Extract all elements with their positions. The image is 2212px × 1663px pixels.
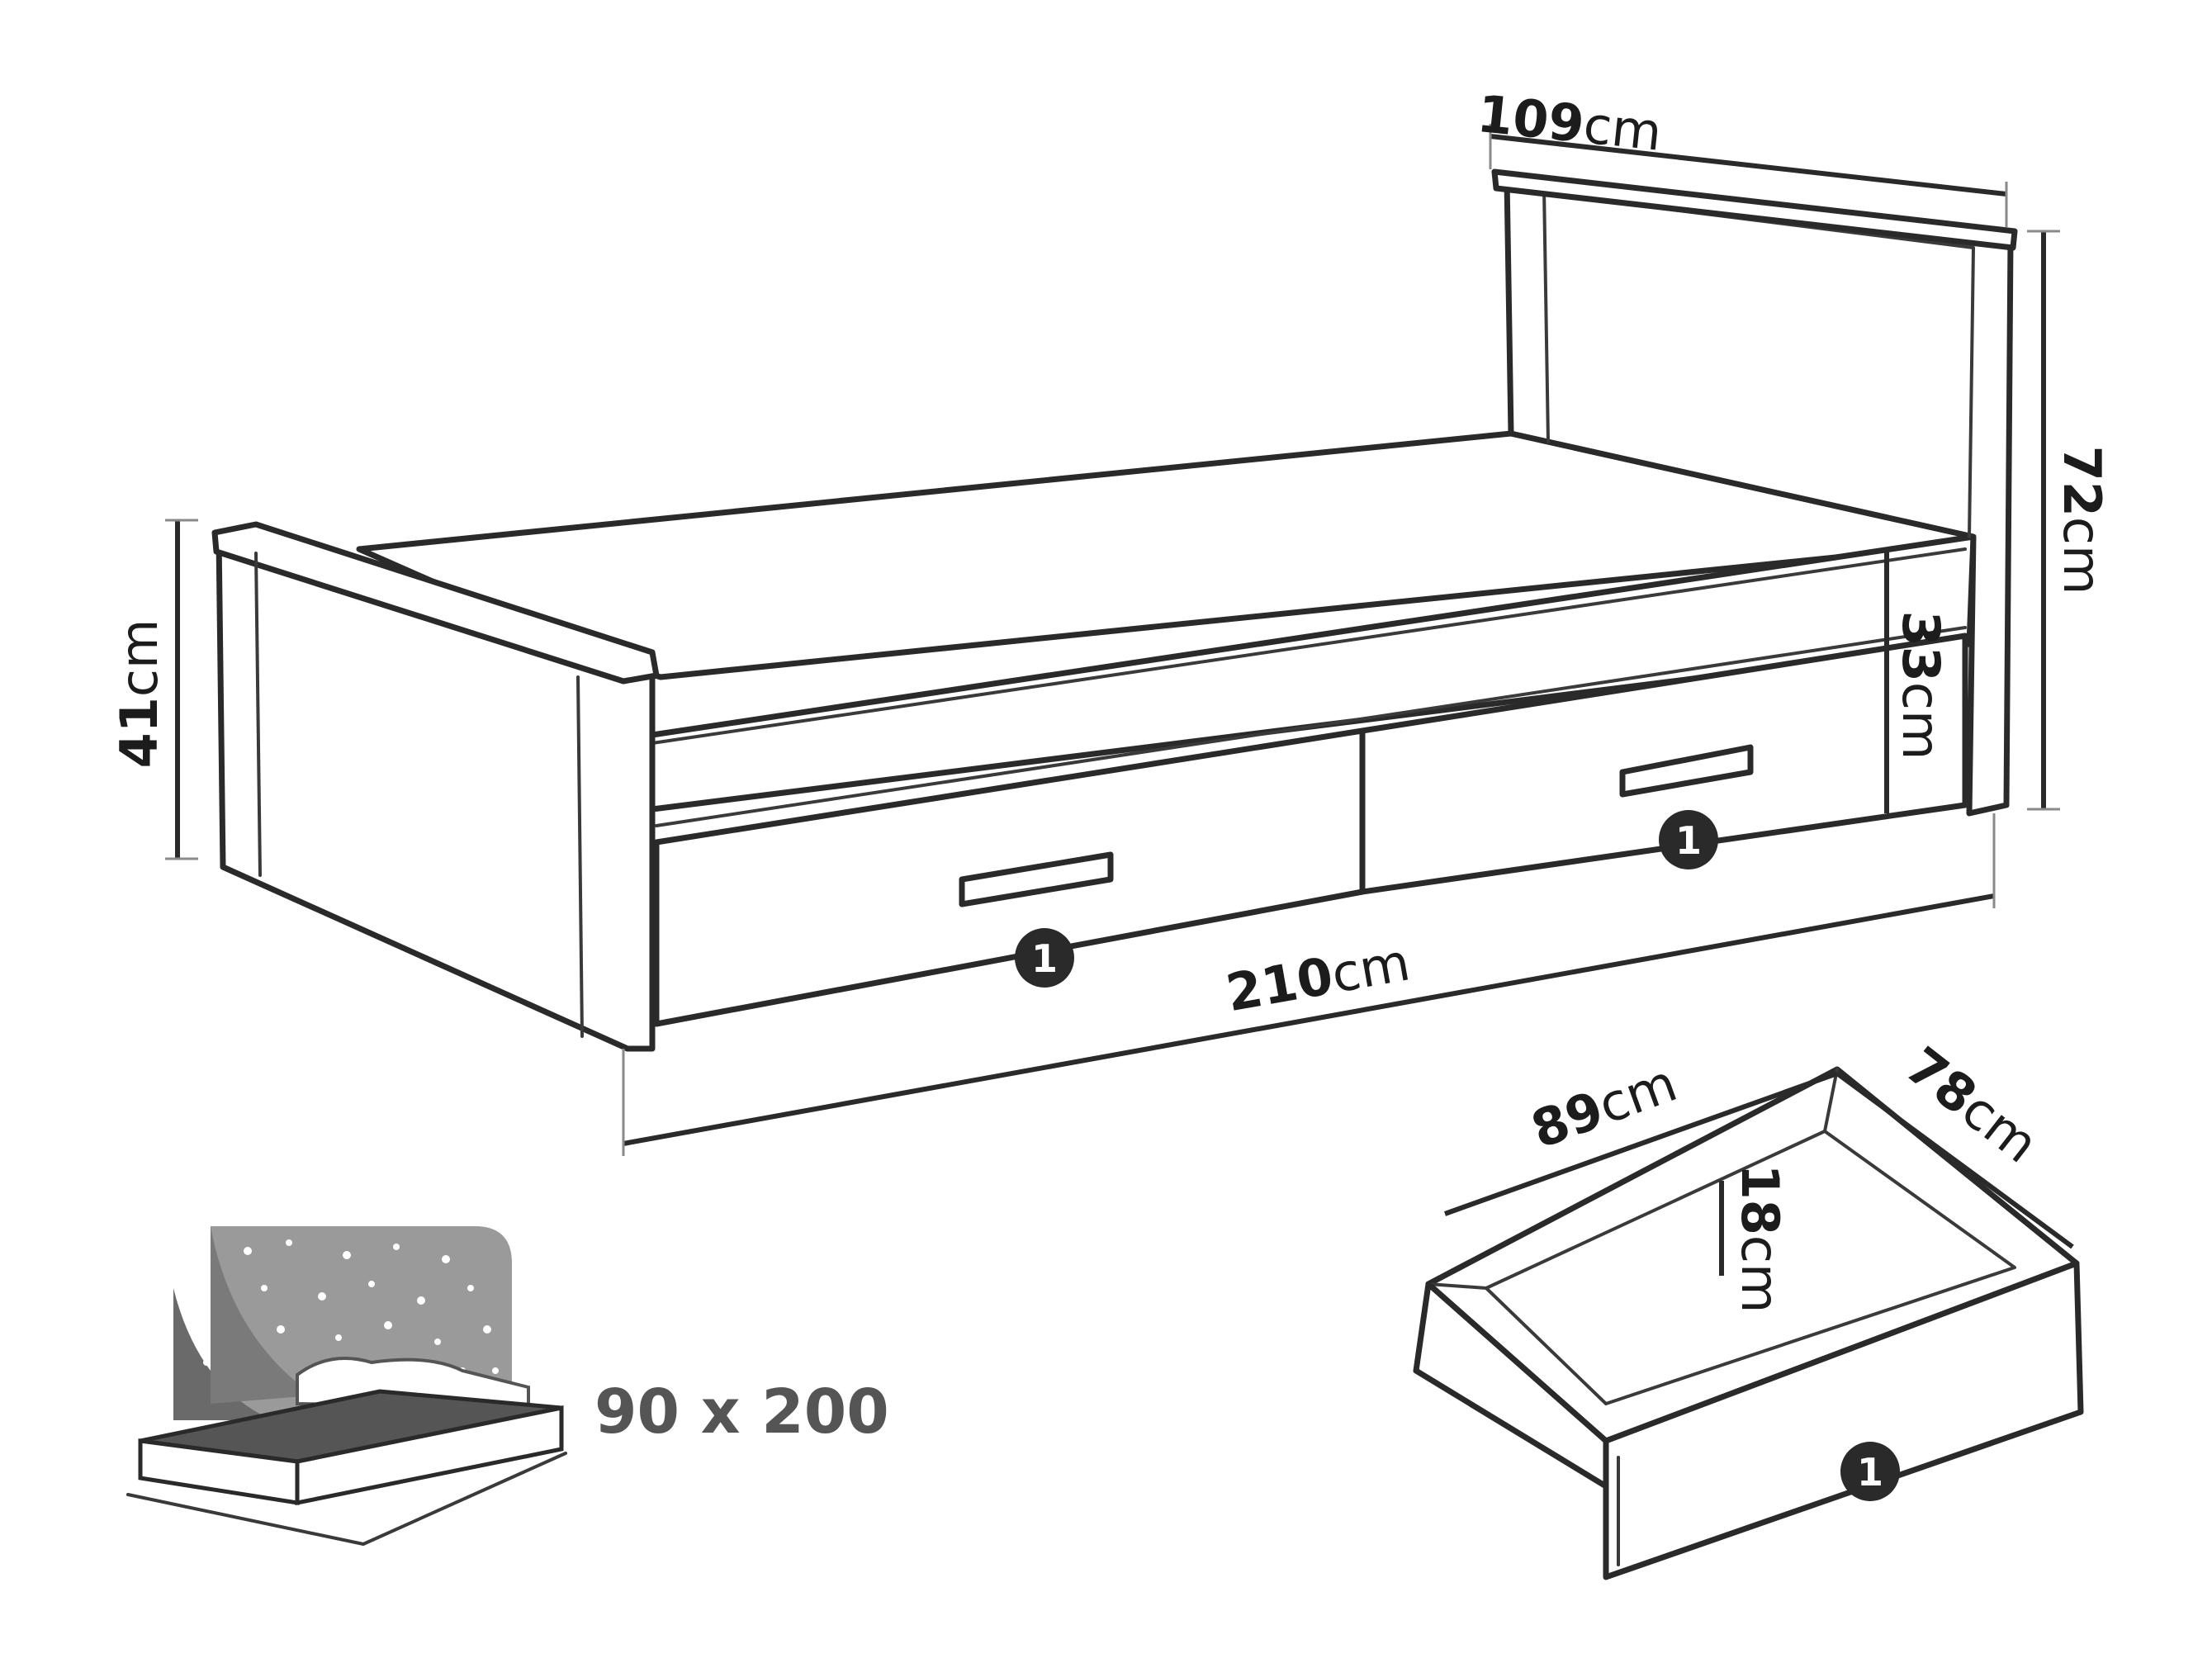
- bed-drawer-badge-right: 1: [1659, 810, 1718, 869]
- bed-width-unit: cm: [1580, 94, 1665, 162]
- headboard-height-label: 72cm: [2052, 446, 2112, 595]
- footboard-height-value: 41: [109, 697, 169, 768]
- headboard-height-value: 72: [2052, 446, 2112, 517]
- drawer-width-label: 89cm: [1523, 1053, 1684, 1160]
- svg-text:109cm: 109cm: [1475, 83, 1665, 163]
- svg-text:1: 1: [1857, 1450, 1883, 1495]
- bed-illustration: [211, 168, 2018, 1052]
- footboard-height-label: 41cm: [109, 619, 169, 769]
- svg-text:72cm: 72cm: [2052, 446, 2112, 595]
- bed-length-value: 210: [1222, 945, 1338, 1023]
- drawer-front-height-unit: cm: [1891, 682, 1951, 760]
- svg-text:33cm: 33cm: [1891, 611, 1951, 760]
- drawer-height-label: 18cm: [1730, 1164, 1790, 1314]
- drawer-illustration: [1413, 1066, 2084, 1580]
- bed-length-unit: cm: [1327, 931, 1414, 1004]
- svg-text:210cm: 210cm: [1222, 931, 1414, 1023]
- drawer-front-height-label: 33cm: [1891, 611, 1951, 760]
- bed-drawer-badge-left: 1: [1015, 928, 1074, 988]
- svg-text:89cm: 89cm: [1523, 1053, 1684, 1160]
- bed-length-label: 210cm: [1222, 931, 1414, 1023]
- bed-width-value: 109: [1475, 83, 1587, 154]
- svg-text:1: 1: [1031, 936, 1058, 981]
- svg-text:18cm: 18cm: [1730, 1164, 1790, 1314]
- svg-text:1: 1: [1675, 818, 1702, 863]
- svg-text:41cm: 41cm: [109, 619, 169, 769]
- drawer-dimension-lines: [1443, 1071, 2074, 1276]
- mattress-icon: [126, 1226, 567, 1546]
- bed-dimension-lines: [165, 124, 2060, 1156]
- footboard-height-unit: cm: [109, 619, 169, 697]
- drawer-badge: 1: [1840, 1442, 1900, 1501]
- drawer-height-value: 18: [1730, 1164, 1790, 1235]
- mattress-size-label: 90 x 200: [594, 1376, 889, 1447]
- drawer-height-unit: cm: [1730, 1235, 1790, 1313]
- drawer-front-height-value: 33: [1891, 611, 1951, 682]
- headboard-height-unit: cm: [2052, 517, 2112, 595]
- bed-width-label: 109cm: [1475, 83, 1665, 163]
